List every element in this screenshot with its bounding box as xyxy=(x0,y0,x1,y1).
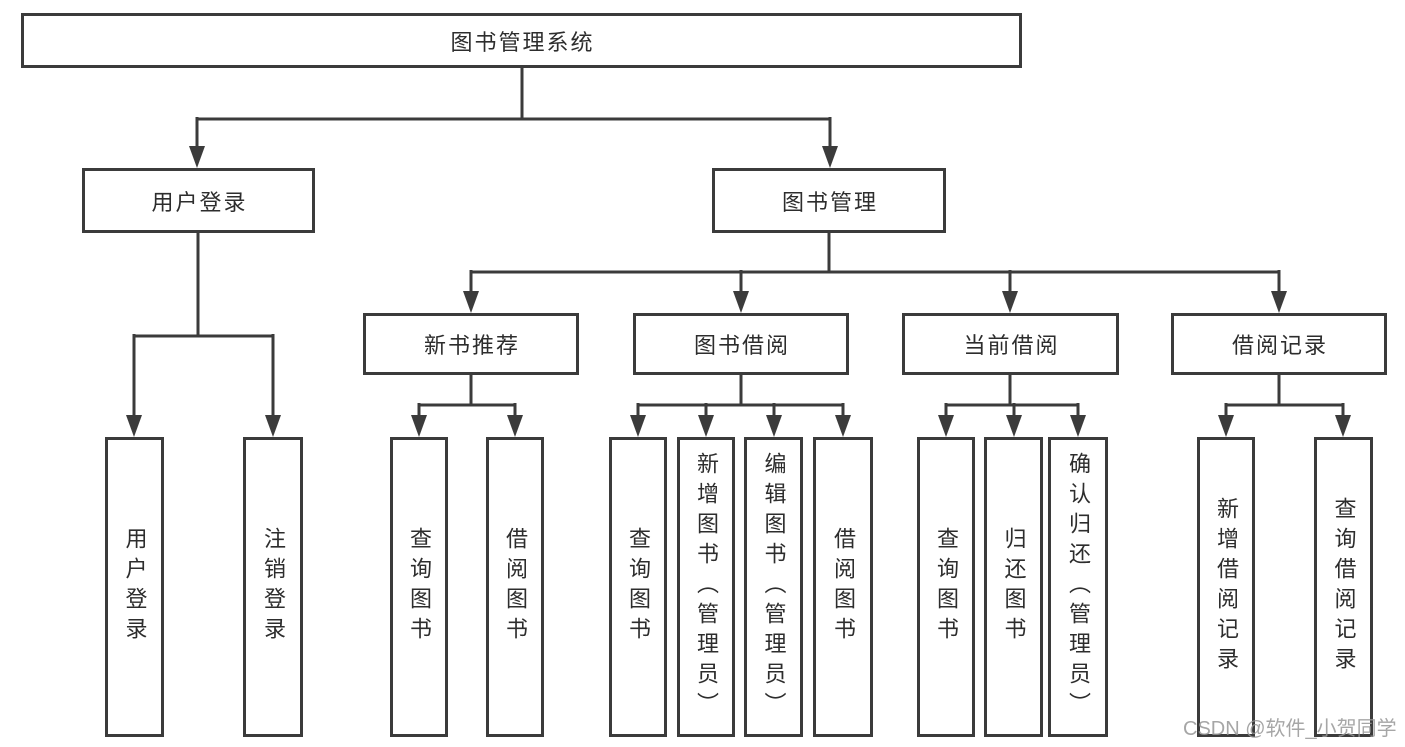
leaf-return-books: 归还图书 xyxy=(984,437,1043,737)
node-label: 归还图书 xyxy=(1001,527,1027,647)
node-label: 新书推荐 xyxy=(423,333,520,358)
node-label: 查询图书 xyxy=(407,527,432,647)
leaf-borrow-books: 借阅图书 xyxy=(813,437,873,737)
node-user-login: 用户登录 xyxy=(82,168,315,233)
node-label: 借阅记录 xyxy=(1231,333,1328,358)
node-label: 查询图书 xyxy=(626,527,651,647)
node-book-management: 图书管理 xyxy=(712,168,946,233)
node-label: 用户登录 xyxy=(122,527,148,647)
node-label: 图书管理 xyxy=(781,189,878,215)
node-label: 编辑图书（管理员） xyxy=(761,452,787,722)
node-label: 借阅图书 xyxy=(831,527,856,647)
arrowhead-icons xyxy=(126,146,1351,437)
node-root-system: 图书管理系统 xyxy=(21,13,1022,68)
node-book-borrowing: 图书借阅 xyxy=(633,313,849,375)
leaf-add-borrow-record: 新增借阅记录 xyxy=(1197,437,1255,737)
leaf-edit-books-admin: 编辑图书（管理员） xyxy=(744,437,803,737)
node-label: 查询图书 xyxy=(934,527,959,647)
leaf-query-borrow-record: 查询借阅记录 xyxy=(1314,437,1373,737)
node-label: 注销登录 xyxy=(261,527,286,647)
node-current-borrowing: 当前借阅 xyxy=(902,313,1119,375)
node-label: 新增借阅记录 xyxy=(1214,497,1239,677)
node-new-book-recommend: 新书推荐 xyxy=(363,313,579,375)
node-borrow-records: 借阅记录 xyxy=(1171,313,1387,375)
leaf-user-login: 用户登录 xyxy=(105,437,164,737)
leaf-query-books-recommend: 查询图书 xyxy=(390,437,448,737)
node-label: 查询借阅记录 xyxy=(1331,497,1357,677)
node-label: 新增图书（管理员） xyxy=(694,452,719,722)
leaf-logout: 注销登录 xyxy=(243,437,303,737)
leaf-query-books-borrow: 查询图书 xyxy=(609,437,667,737)
node-label: 当前借阅 xyxy=(963,333,1060,358)
node-label: 图书借阅 xyxy=(693,333,790,358)
node-label: 图书管理系统 xyxy=(450,29,595,55)
leaf-borrow-books-recommend: 借阅图书 xyxy=(486,437,544,737)
node-label: 确认归还（管理员） xyxy=(1066,452,1091,722)
leaf-query-books-current: 查询图书 xyxy=(917,437,975,737)
node-label: 用户登录 xyxy=(151,189,248,215)
leaf-add-books-admin: 新增图书（管理员） xyxy=(677,437,735,737)
leaf-confirm-return-admin: 确认归还（管理员） xyxy=(1048,437,1108,737)
node-label: 借阅图书 xyxy=(503,527,528,647)
